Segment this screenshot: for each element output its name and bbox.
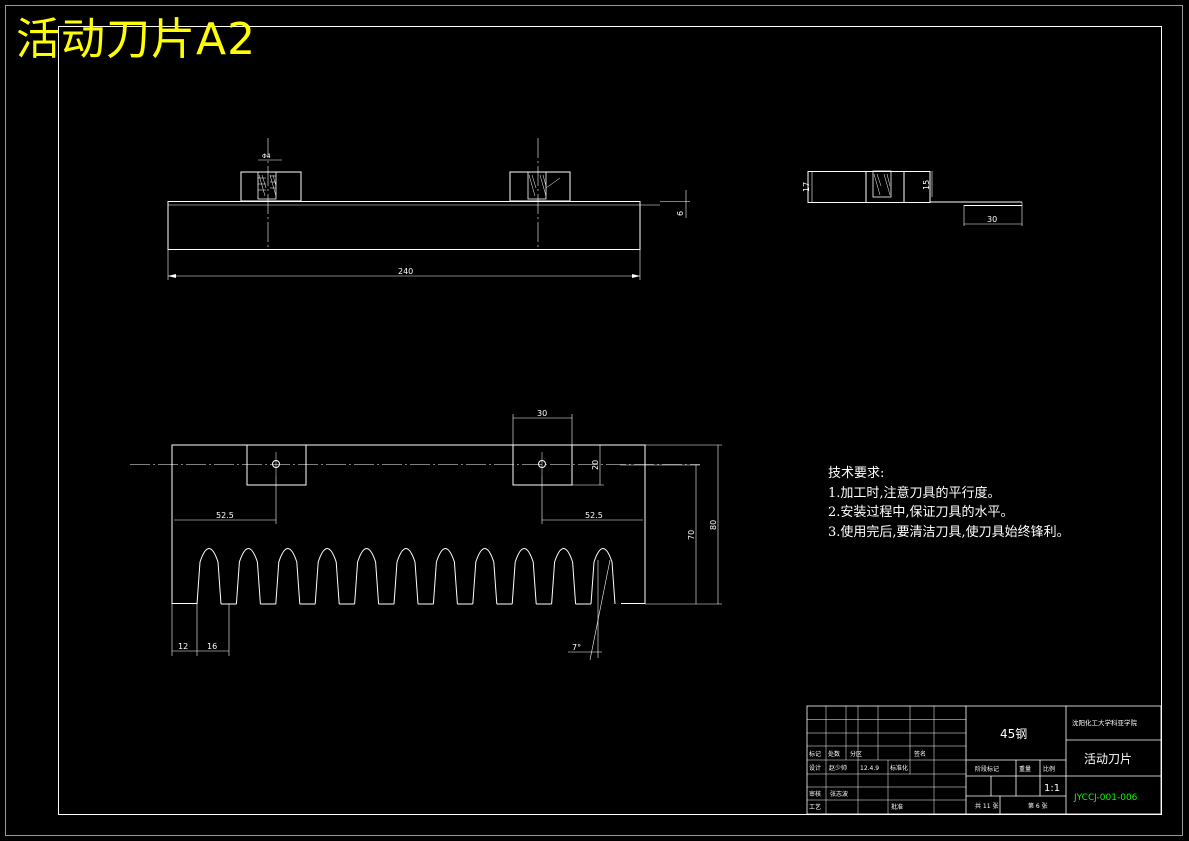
dim-30-front: 30 [537,409,547,418]
tb-stage-label: 阶段标记 [975,765,999,773]
dim-17: 17 [802,182,811,192]
top-view [167,138,690,280]
tb-designer: 赵少帅 [829,764,847,772]
tb-review-label: 审核 [809,790,821,798]
tech-note-1: 1.加工时,注意刀具的平行度。 [828,485,1001,501]
tb-process-label: 工艺 [809,803,821,811]
dim-80: 80 [709,520,718,530]
tb-sheet-no: 第 6 张 [1028,802,1048,810]
dim-52-5-right: 52.5 [585,511,603,520]
tb-design-label: 设计 [809,764,821,772]
tech-note-3: 3.使用完后,要清洁刀具,使刀具始终锋利。 [828,524,1070,540]
drawing-title: 活动刀片A2 [16,14,257,65]
tech-notes-heading: 技术要求: [828,466,885,481]
dim-hole: Φ4 [262,153,271,160]
tb-date: 12.4.9 [860,765,879,772]
tb-scale: 1:1 [1044,783,1060,794]
dim-30-side: 30 [987,215,997,224]
tb-label-count: 处数 [828,750,840,758]
tb-total-sheets: 共 11 张 [975,802,998,810]
dim-16: 16 [207,642,217,651]
dim-240: 240 [398,267,413,276]
dim-6: 6 [676,211,685,216]
tb-school: 沈阳化工大学科亚学院 [1072,718,1138,727]
tb-label-sign: 签名 [914,750,926,758]
dim-70: 70 [687,530,696,540]
dim-7deg: 7° [572,643,581,652]
inner-frame [58,26,1162,815]
side-view [807,170,1023,226]
outer-frame [5,5,1183,836]
tb-reviewer: 张志波 [830,790,848,798]
tb-label-zone: 分区 [850,750,862,758]
dim-52-5-left: 52.5 [216,511,234,520]
tb-std-label: 标准化 [890,764,908,772]
tb-material: 45钢 [1000,727,1027,741]
technical-requirements: 技术要求: 1.加工时,注意刀具的平行度。 2.安装过程中,保证刀具的水平。 3… [828,464,1070,542]
title-block [806,705,1162,815]
dim-12: 12 [178,642,188,651]
tech-note-2: 2.安装过程中,保证刀具的水平。 [828,505,1014,520]
tb-drawing-no: JYCCJ-001-006 [1073,793,1138,803]
dim-20: 20 [591,460,600,470]
tb-weight-label: 重量 [1019,765,1031,773]
dim-15: 15 [922,180,931,190]
front-view [130,414,722,661]
tb-approve-label: 批准 [891,803,903,811]
tb-part-name: 活动刀片 [1084,752,1132,766]
tb-label-mark: 标记 [809,750,821,758]
tb-scale-label: 比例 [1043,765,1055,773]
